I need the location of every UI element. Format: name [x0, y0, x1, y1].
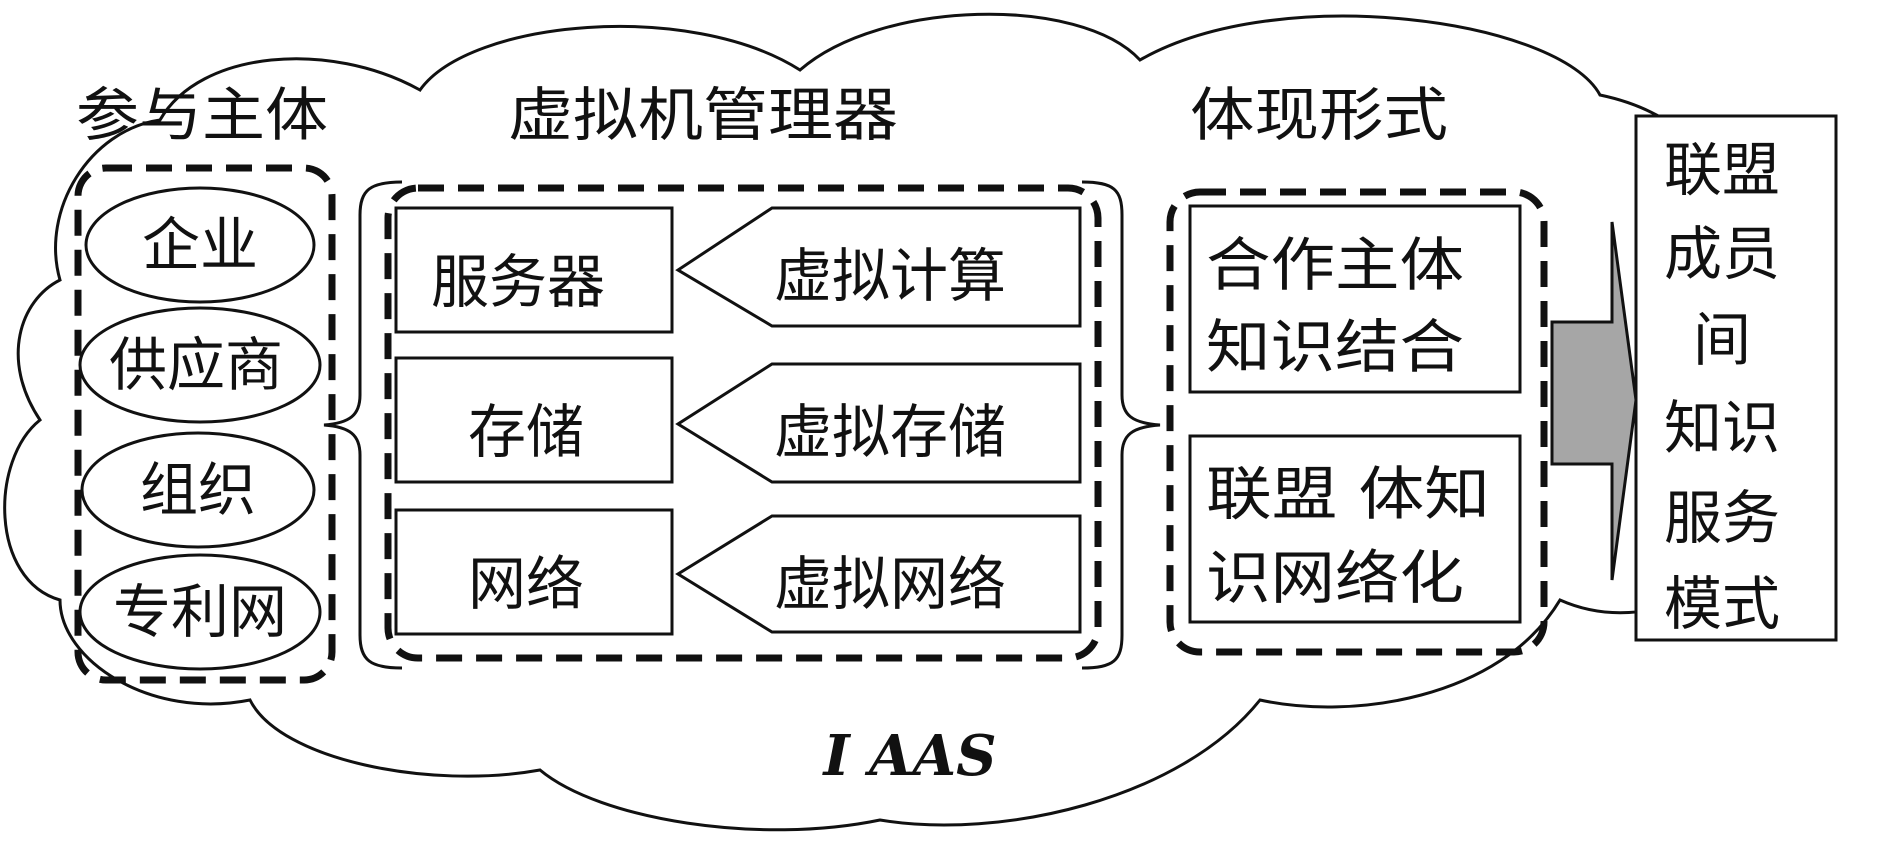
result-line: 知识 [1664, 394, 1780, 462]
right-curly-brace [1081, 180, 1161, 670]
participants-group-frame [74, 164, 336, 684]
result-line: 联盟 [1664, 136, 1780, 204]
result-box [1634, 114, 1838, 642]
result-line: 间 [1693, 306, 1751, 374]
forms-box2-line1: 联盟 体知 [1206, 460, 1490, 528]
physical-label: 网络 [468, 550, 584, 618]
forms-box-1: 合作主体 知识结合 [1188, 204, 1522, 394]
participant-label: 专利网 [113, 578, 287, 646]
virtual-arrow-storage: 虚拟存储 [675, 362, 1082, 484]
virtual-label: 虚拟计算 [774, 242, 1006, 310]
physical-label: 服务器 [431, 248, 605, 316]
participant-label: 组织 [140, 456, 256, 524]
forms-group-frame [1166, 188, 1548, 656]
physical-box-storage: 存储 [394, 356, 674, 484]
physical-label: 存储 [468, 398, 584, 466]
heading-hypervisor: 虚拟机管理器 [508, 81, 898, 149]
result-line: 模式 [1664, 570, 1780, 638]
heading-participants: 参与主体 [76, 81, 328, 149]
heading-forms: 体现形式 [1190, 81, 1448, 149]
participant-ellipse: 组织 [80, 431, 316, 549]
participant-ellipse: 供应商 [78, 306, 322, 424]
result-line: 服务 [1664, 484, 1780, 552]
forms-box-2: 联盟 体知 识网络化 [1188, 434, 1522, 624]
participant-label: 企业 [142, 211, 258, 279]
virtual-label: 虚拟存储 [774, 398, 1006, 466]
result-arrow [1550, 221, 1638, 581]
forms-box1-line1: 合作主体 [1206, 231, 1464, 299]
left-curly-brace [323, 180, 403, 670]
cloud-outline [3, 12, 1789, 832]
virtual-arrow-compute: 虚拟计算 [675, 206, 1082, 328]
virtual-arrow-network: 虚拟网络 [675, 514, 1082, 634]
forms-box1-line2: 知识结合 [1206, 313, 1464, 381]
participant-ellipse: 企业 [84, 186, 316, 304]
physical-box-network: 网络 [394, 508, 674, 636]
result-line: 成员 [1664, 220, 1780, 288]
participant-label: 供应商 [109, 331, 283, 399]
physical-box-server: 服务器 [394, 206, 674, 334]
forms-box2-line2: 识网络化 [1206, 544, 1464, 612]
virtual-label: 虚拟网络 [774, 550, 1006, 618]
participant-ellipse: 专利网 [78, 553, 322, 671]
hypervisor-group-frame [384, 184, 1102, 662]
layer-label: I AAS [821, 723, 996, 789]
